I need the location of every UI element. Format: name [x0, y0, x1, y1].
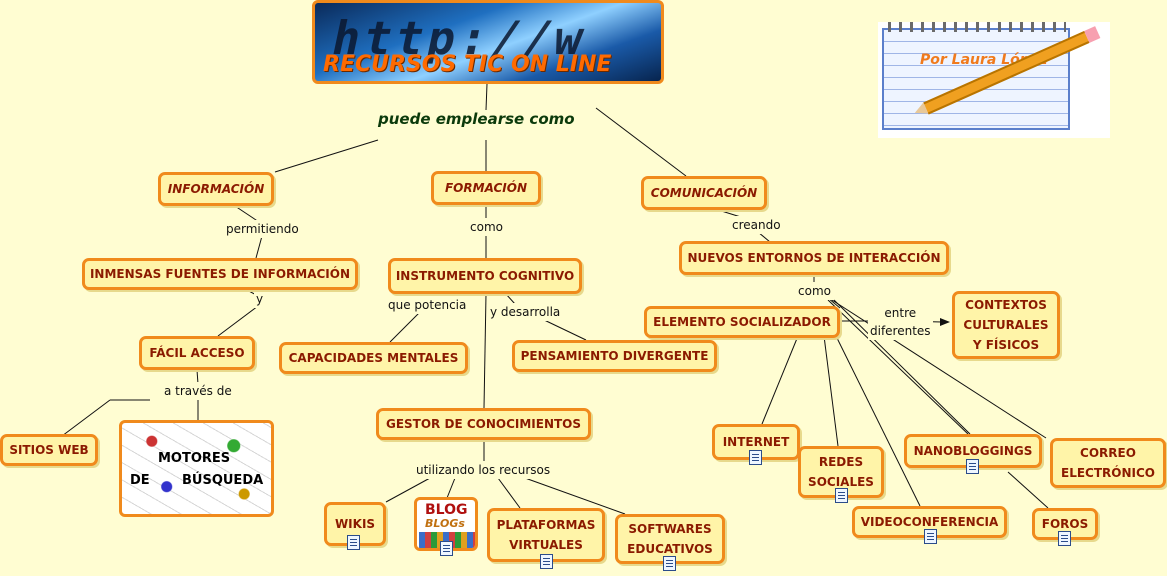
document-icon[interactable] [924, 529, 937, 544]
document-icon[interactable] [540, 554, 553, 569]
search-logos-icon [122, 423, 271, 514]
notebook-rings-icon [888, 22, 1066, 32]
label-permitiendo: permitiendo [224, 220, 301, 238]
node-instrumento-cognitivo[interactable]: INSTRUMENTO COGNITIVO [388, 258, 582, 294]
label-como-formacion: como [468, 218, 505, 236]
node-foros[interactable]: FOROS [1032, 508, 1098, 540]
node-pensamiento-divergente[interactable]: PENSAMIENTO DIVERGENTE [512, 340, 717, 372]
node-nuevos-entornos[interactable]: NUEVOS ENTORNOS DE INTERACCIÓN [679, 241, 949, 275]
node-wikis[interactable]: WIKIS [324, 502, 386, 546]
label-entre-diferentes: entre diferentes [868, 304, 933, 340]
label-como-entornos: como [796, 282, 833, 300]
blog-image[interactable]: BLOG BLOGs [414, 497, 478, 551]
node-elemento-socializador[interactable]: ELEMENTO SOCIALIZADOR [644, 306, 840, 338]
blog-people-icon [419, 532, 475, 548]
label-que-potencia: que potencia [386, 296, 469, 314]
search-label-line3: BÚSQUEDA [182, 473, 264, 488]
search-label-line2: DE [130, 473, 150, 488]
node-inmensas-fuentes[interactable]: INMENSAS FUENTES DE INFORMACIÓN [82, 258, 358, 290]
node-softwares-educativos[interactable]: SOFTWARES EDUCATIVOS [615, 514, 725, 564]
node-sitios-web[interactable]: SITIOS WEB [0, 434, 98, 466]
document-icon[interactable] [440, 541, 453, 556]
node-internet[interactable]: INTERNET [712, 424, 800, 460]
search-engines-image[interactable]: MOTORES DE BÚSQUEDA [119, 420, 274, 517]
label-a-traves-de: a través de [162, 382, 234, 400]
label-utilizando-los-recursos: utilizando los recursos [414, 461, 553, 479]
node-correo-electronico[interactable]: CORREO ELECTRÓNICO [1050, 438, 1166, 488]
document-icon[interactable] [663, 556, 676, 571]
node-facil-acceso[interactable]: FÁCIL ACCESO [139, 336, 255, 370]
author-notebook: Por Laura López [878, 22, 1110, 138]
blog-label-line1: BLOG [425, 502, 468, 518]
document-icon[interactable] [347, 535, 360, 550]
title-banner: http://w RECURSOS TIC ON LINE [312, 0, 664, 84]
label-y-desarrolla: y desarrolla [488, 303, 563, 321]
node-informacion[interactable]: INFORMACIÓN [158, 172, 274, 206]
search-label-line1: MOTORES [158, 451, 231, 466]
heading-label: puede emplearse como [372, 110, 581, 128]
blog-label-line2: BLOGs [425, 517, 465, 530]
label-creando: creando [730, 216, 783, 234]
document-icon[interactable] [966, 459, 979, 474]
node-formacion[interactable]: FORMACIÓN [431, 171, 541, 205]
node-contextos[interactable]: CONTEXTOS CULTURALES Y FÍSICOS [952, 291, 1060, 359]
document-icon[interactable] [835, 488, 848, 503]
document-icon[interactable] [749, 450, 762, 465]
main-title: RECURSOS TIC ON LINE [323, 52, 612, 77]
node-comunicacion[interactable]: COMUNICACIÓN [641, 176, 767, 210]
label-y: y [254, 290, 266, 308]
node-gestor-conocimientos[interactable]: GESTOR DE CONOCIMIENTOS [376, 408, 591, 440]
node-capacidades-mentales[interactable]: CAPACIDADES MENTALES [279, 342, 468, 374]
document-icon[interactable] [1058, 531, 1071, 546]
